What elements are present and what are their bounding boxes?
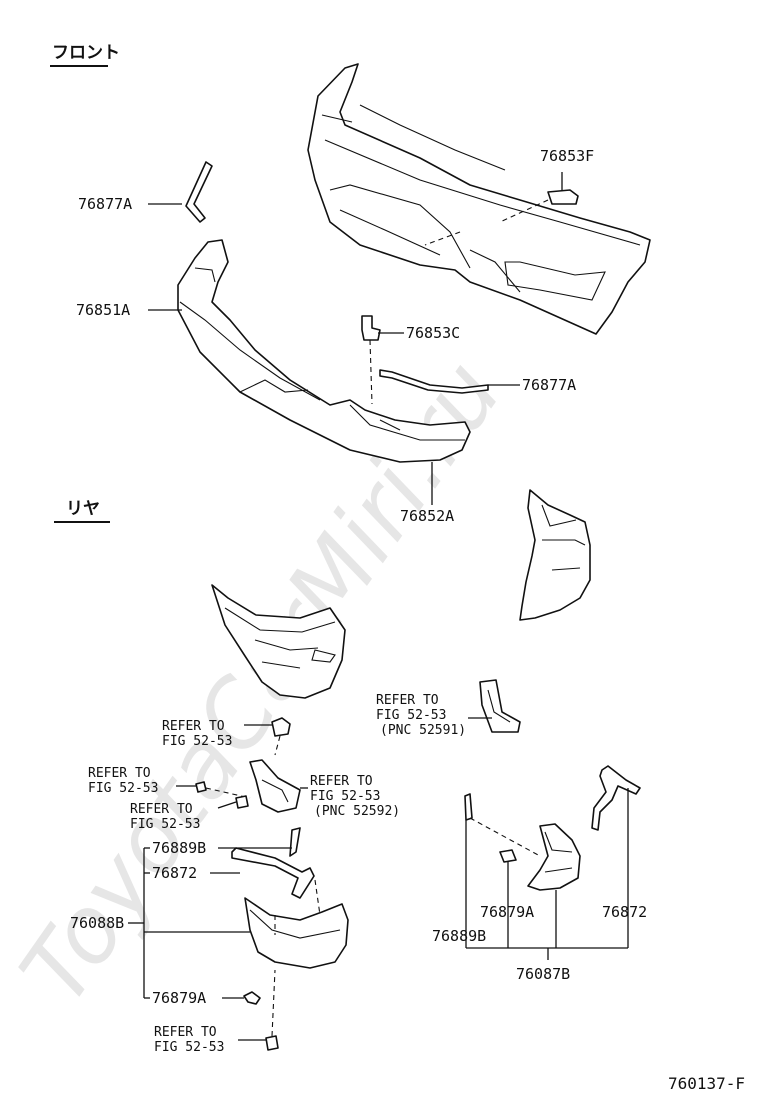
ref-line: REFER TO [162,719,225,734]
mudguard-left [231,827,349,969]
label-76852A: 76852A [400,507,454,525]
ref-block-upper-clip: REFER TO FIG 52-53 [162,719,232,749]
screw-left [195,781,207,793]
ref-line: FIG 52-53 [88,781,158,796]
rear-bumper-left-piece [211,584,346,699]
label-76879A-left: 76879A [152,989,206,1007]
dash-clip-upper [274,735,281,756]
dash-76853C [369,339,373,405]
ref-block-pnc-52591: REFER TO FIG 52-53 (PNC 52591) [376,693,466,738]
label-76877A-mid: 76877A [522,376,576,394]
label-76853C: 76853C [406,324,460,342]
ref-line: FIG 52-53 [376,708,446,723]
ref-line: REFER TO [154,1025,217,1040]
stay-76872-right [591,765,641,831]
stay-76877A-mid [379,369,489,394]
label-76889B-left: 76889B [152,839,206,857]
label-76087B: 76087B [516,965,570,983]
clip-76879A-right [499,849,517,863]
leader-lines [128,172,629,1041]
label-76879A-right: 76879A [480,903,534,921]
mudguard-right [464,765,641,891]
ref-line: REFER TO [130,802,193,817]
label-76851A: 76851A [76,301,130,319]
ref-line: FIG 52-53 [130,817,200,832]
section-rear-title: リヤ [66,499,100,519]
bracket-52591 [479,679,521,733]
ref-line: REFER TO [376,693,439,708]
ref-block-bottom-screw: REFER TO FIG 52-53 [154,1025,224,1055]
ref-line: (PNC 52592) [314,804,400,819]
clip-upper [271,717,291,737]
retainer-76853F [547,189,579,205]
nut-left [235,795,249,809]
front-spoiler [177,239,471,463]
label-76889B-right: 76889B [432,927,486,945]
ref-block-pnc-52592: REFER TO FIG 52-53 (PNC 52592) [310,774,400,819]
ref-line: (PNC 52591) [380,723,466,738]
screw-bottom [265,1035,279,1051]
stay-76872-left [231,847,315,899]
clip-76879A-left [243,991,261,1005]
ref-block-nut: REFER TO FIG 52-53 [130,802,200,832]
ref-block-screw: REFER TO FIG 52-53 [88,766,158,796]
rear-bumper-right-piece [519,489,591,621]
seal-76889B-left [289,827,301,857]
section-front-title: フロント [52,43,120,63]
dash-screw-bottom [271,969,276,1037]
seal-76889B-right [464,793,473,821]
label-76877A-top: 76877A [78,195,132,213]
front-bumper-cover [307,63,651,335]
ref-line: REFER TO [310,774,373,789]
ref-line: FIG 52-53 [310,789,380,804]
ref-line: FIG 52-53 [154,1040,224,1055]
stay-76877A-top [185,161,213,223]
figure-number: 760137-F [668,1074,745,1093]
label-76872-left: 76872 [152,864,197,882]
retainer-76853C [361,315,381,341]
label-76088B: 76088B [70,914,124,932]
label-76853F: 76853F [540,147,594,165]
label-76872-right: 76872 [602,903,647,921]
ref-line: FIG 52-53 [162,734,232,749]
ref-line: REFER TO [88,766,151,781]
